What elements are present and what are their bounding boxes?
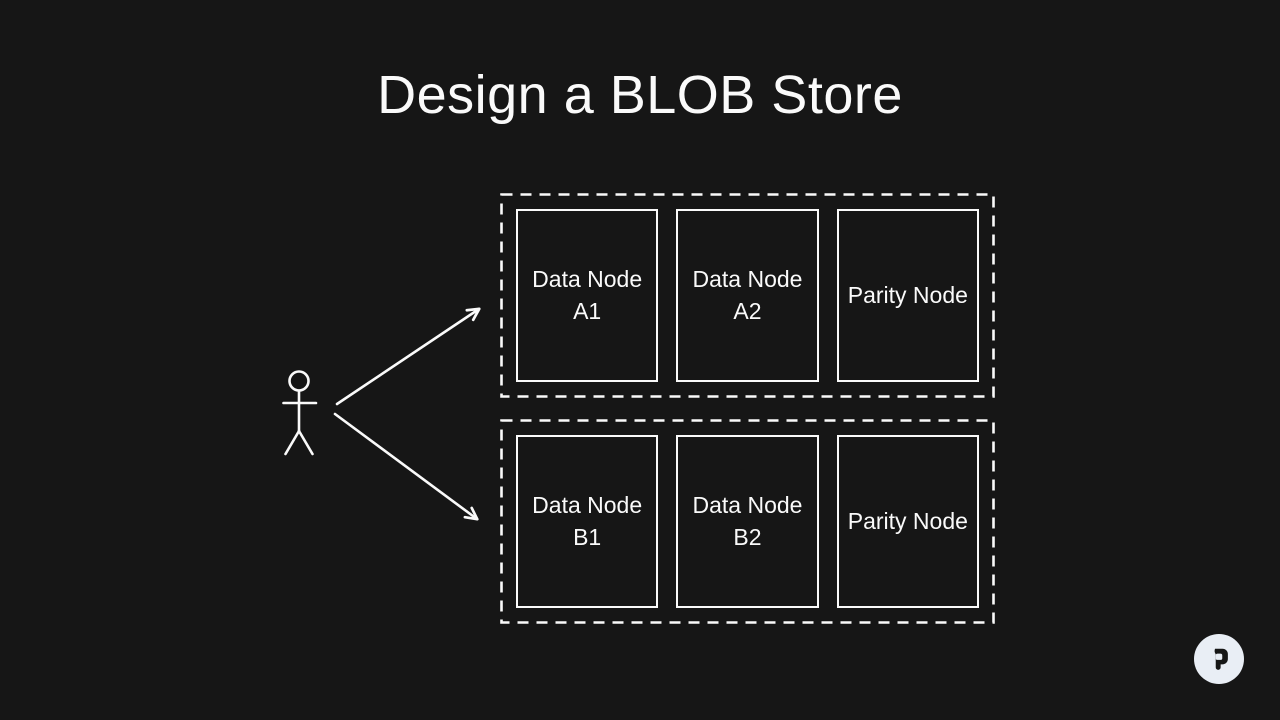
node-box-parity-b: Parity Node [836, 435, 979, 608]
node-group-b: Data Node B1 Data Node B2 Parity Node [500, 419, 995, 624]
arrow-to-group-b [333, 412, 479, 521]
node-box-data-b1: Data Node B1 [516, 435, 659, 608]
node-box-data-b2: Data Node B2 [676, 435, 819, 608]
node-label: Data Node B2 [692, 492, 803, 550]
node-box-data-a1: Data Node A1 [516, 209, 659, 382]
node-label: Data Node A2 [692, 266, 803, 324]
node-box-data-a2: Data Node A2 [676, 209, 819, 382]
node-label: Data Node A1 [532, 266, 643, 324]
node-box-parity-a: Parity Node [836, 209, 979, 382]
page-title: Design a BLOB Store [377, 65, 903, 125]
channel-logo-badge [1194, 634, 1244, 684]
p-logo-icon [1214, 648, 1228, 670]
node-label: Data Node B1 [532, 492, 643, 550]
node-label: Parity Node [847, 507, 968, 534]
node-label: Parity Node [847, 281, 968, 308]
node-group-a: Data Node A1 Data Node A2 Parity Node [500, 193, 995, 398]
stick-figure-user-icon [282, 370, 318, 456]
arrow-to-group-a [335, 307, 481, 406]
